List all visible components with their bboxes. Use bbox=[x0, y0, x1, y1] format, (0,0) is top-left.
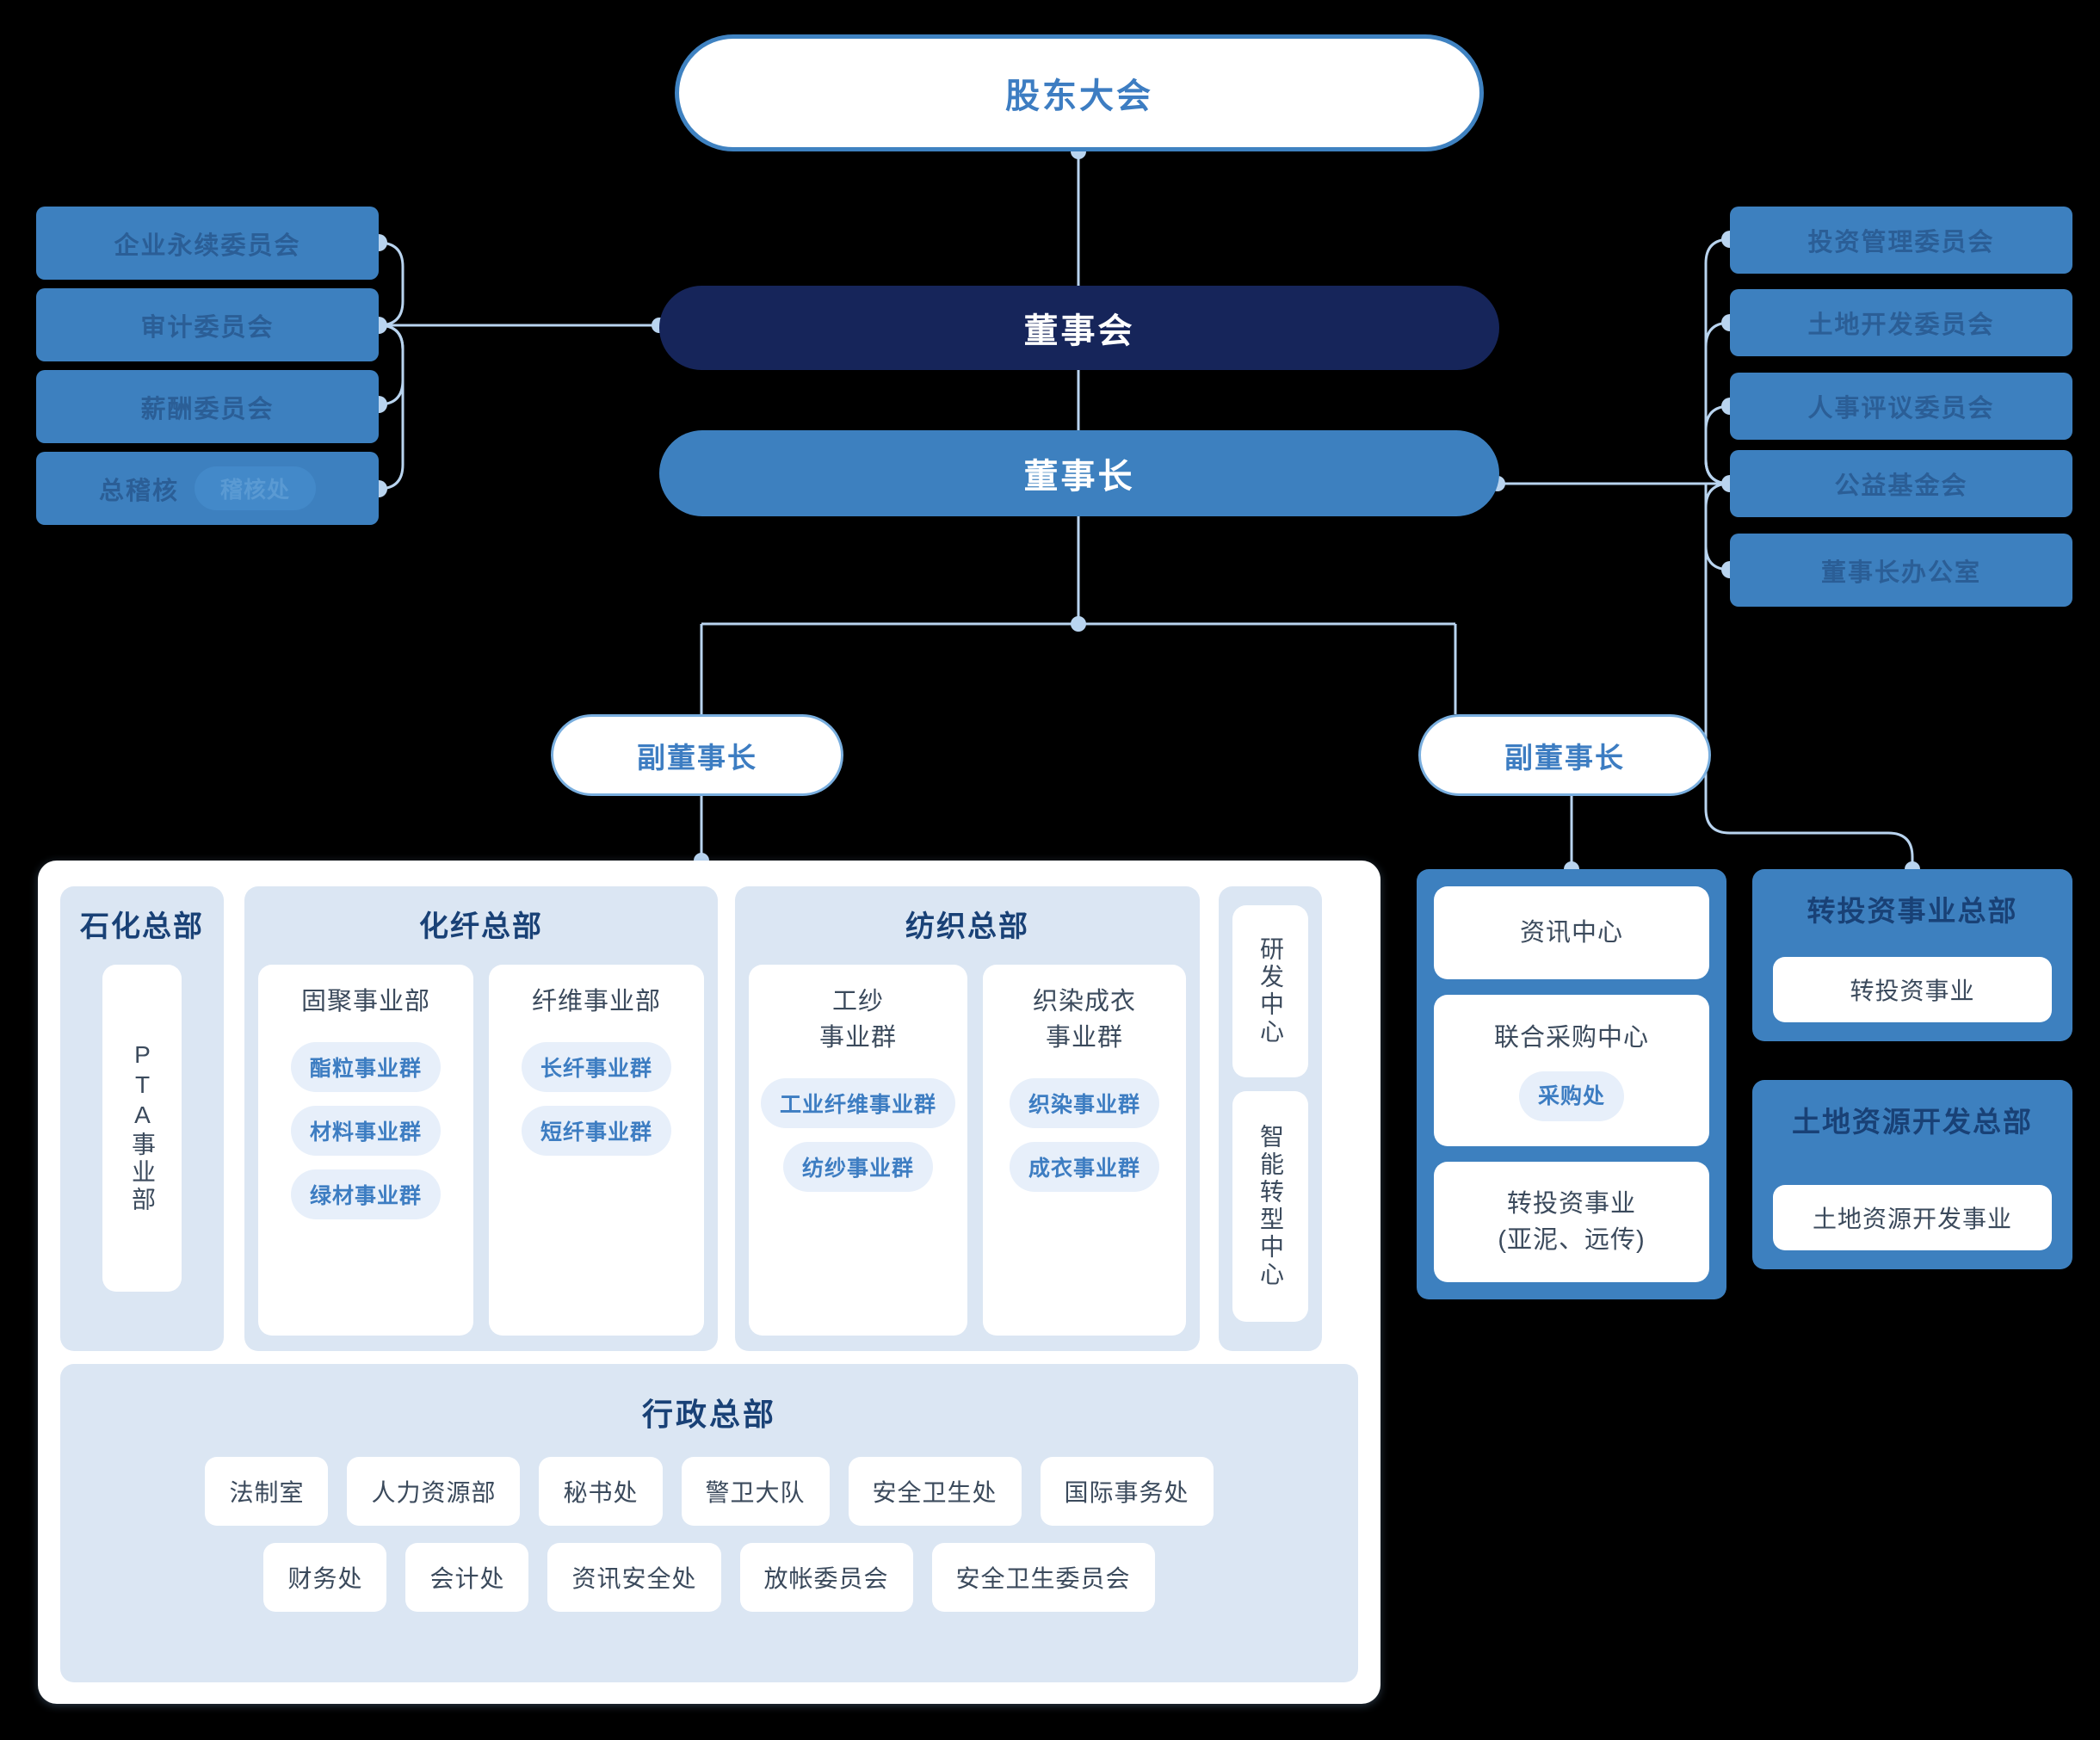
hq-reinvestment-item[interactable]: 转投资事业 bbox=[1773, 957, 2052, 1022]
node-vice-chairman-right-label: 副董事长 bbox=[1504, 741, 1625, 774]
hq-administration-title: 行政总部 bbox=[641, 1397, 776, 1432]
hq-land-resource-development-item[interactable]: 土地资源开发事业 bbox=[1773, 1185, 2052, 1250]
admin-international-affairs[interactable]: 国际事务处 bbox=[1040, 1457, 1214, 1526]
committee-land-development[interactable]: 土地开发委员会 bbox=[1730, 289, 2072, 356]
committee-compensation[interactable]: 薪酬委员会 bbox=[36, 370, 379, 443]
node-vice-chairman-right[interactable]: 副董事长 bbox=[1418, 714, 1711, 796]
group-spinning[interactable]: 纺纱事业群 bbox=[783, 1141, 934, 1192]
node-chairman[interactable]: 董事长 bbox=[659, 430, 1499, 516]
committee-label: 公益基金会 bbox=[1834, 472, 1968, 500]
center-information-label: 资讯中心 bbox=[1519, 918, 1623, 947]
hq-chemical-fiber: 化纤总部 固聚事业部 酯粒事业群 材料事业群 绿材事业群 纤维事业部 长纤事业群… bbox=[244, 886, 718, 1351]
center-rnd[interactable]: 研发中心 bbox=[1232, 905, 1308, 1077]
hq-textile-title: 纺织总部 bbox=[905, 910, 1029, 943]
center-information[interactable]: 资讯中心 bbox=[1434, 886, 1709, 979]
dept-pta-business[interactable]: PTA事业部 bbox=[102, 964, 182, 1292]
node-board-of-directors-label: 董事会 bbox=[1023, 312, 1135, 350]
node-vice-chairman-left[interactable]: 副董事长 bbox=[551, 714, 843, 796]
admin-row-1: 法制室 人力资源部 秘书处 警卫大队 安全卫生处 国际事务处 bbox=[205, 1457, 1214, 1526]
hq-reinvestment: 转投资事业总部 转投资事业 bbox=[1752, 869, 2072, 1041]
node-chairman-label: 董事长 bbox=[1023, 458, 1135, 496]
node-shareholders-meeting-label: 股东大会 bbox=[1005, 77, 1153, 115]
admin-accounting-office[interactable]: 会计处 bbox=[405, 1543, 529, 1612]
center-joint-procurement-label: 联合采购中心 bbox=[1493, 1023, 1649, 1052]
admin-information-security[interactable]: 资讯安全处 bbox=[547, 1543, 721, 1612]
admin-safety-health-office[interactable]: 安全卫生处 bbox=[848, 1457, 1022, 1526]
group-lvcai[interactable]: 绿材事业群 bbox=[290, 1169, 441, 1219]
committee-label: 薪酬委员会 bbox=[140, 395, 275, 423]
admin-security-brigade[interactable]: 警卫大队 bbox=[681, 1457, 830, 1526]
committee-label: 投资管理委员会 bbox=[1807, 229, 1995, 256]
hq-land-resource-development-title: 土地资源开发总部 bbox=[1792, 1106, 2033, 1138]
committee-label: 董事长办公室 bbox=[1820, 558, 1981, 587]
committee-enterprise-sustainability[interactable]: 企业永续委员会 bbox=[36, 207, 379, 280]
dept-fiber[interactable]: 纤维事业部 长纤事业群 短纤事业群 bbox=[489, 964, 704, 1336]
committee-chairman-office[interactable]: 董事长办公室 bbox=[1730, 534, 2072, 607]
committee-label: 审计委员会 bbox=[140, 313, 275, 342]
hq-textile: 纺织总部 工纱 事业群 工业纤维事业群 纺纱事业群 织染成衣 事业群 织染事业群… bbox=[735, 886, 1200, 1351]
node-vice-chairman-left-label: 副董事长 bbox=[637, 741, 757, 774]
hq-petrochemical: 石化总部 PTA事业部 bbox=[60, 886, 224, 1351]
reinvestment-business-label: 转投资事业 (亚泥、远传) bbox=[1498, 1189, 1646, 1254]
hq-land-resource-development: 土地资源开发总部 土地资源开发事业 bbox=[1752, 1080, 2072, 1269]
committee-chief-auditor[interactable]: 总稽核 稽核处 bbox=[36, 452, 379, 525]
admin-safety-health-committee[interactable]: 安全卫生委员会 bbox=[931, 1543, 1155, 1612]
committee-audit[interactable]: 审计委员会 bbox=[36, 288, 379, 361]
side-centers-column: 研发中心 智能转型中心 bbox=[1219, 886, 1322, 1351]
admin-finance-office[interactable]: 财务处 bbox=[263, 1543, 387, 1612]
dept-dyeing-garment-title: 织染成衣 事业群 bbox=[1033, 987, 1137, 1052]
admin-human-resources[interactable]: 人力资源部 bbox=[347, 1457, 521, 1526]
node-board-of-directors[interactable]: 董事会 bbox=[659, 286, 1499, 370]
group-dyeing[interactable]: 织染事业群 bbox=[1010, 1077, 1160, 1128]
node-shareholders-meeting[interactable]: 股东大会 bbox=[675, 34, 1484, 151]
dept-yarn[interactable]: 工纱 事业群 工业纤维事业群 纺纱事业群 bbox=[749, 964, 968, 1336]
reinvestment-business-card[interactable]: 转投资事业 (亚泥、远传) bbox=[1434, 1162, 1709, 1282]
group-long-fiber[interactable]: 长纤事业群 bbox=[521, 1041, 671, 1092]
dept-gujiu-title: 固聚事业部 bbox=[300, 987, 430, 1015]
center-joint-procurement[interactable]: 联合采购中心 采购处 bbox=[1434, 995, 1709, 1146]
committee-personnel-review[interactable]: 人事评议委员会 bbox=[1730, 373, 2072, 440]
center-intelligent-transformation[interactable]: 智能转型中心 bbox=[1232, 1091, 1308, 1322]
hq-reinvestment-title: 转投资事业总部 bbox=[1807, 895, 2018, 927]
operations-panel: 石化总部 PTA事业部 化纤总部 固聚事业部 酯粒事业群 材料事业群 绿材事业群… bbox=[38, 861, 1380, 1704]
committee-label: 企业永续委员会 bbox=[114, 231, 301, 260]
group-cailiao[interactable]: 材料事业群 bbox=[290, 1105, 441, 1156]
hq-chemical-fiber-title: 化纤总部 bbox=[419, 910, 543, 943]
committee-label: 总稽核 bbox=[98, 477, 179, 505]
committee-sub-audit-office[interactable]: 稽核处 bbox=[195, 466, 317, 510]
dept-dyeing-garment[interactable]: 织染成衣 事业群 织染事业群 成衣事业群 bbox=[983, 964, 1186, 1336]
committee-investment-management[interactable]: 投资管理委员会 bbox=[1730, 207, 2072, 274]
group-zhili[interactable]: 酯粒事业群 bbox=[290, 1041, 441, 1092]
group-procurement-office[interactable]: 采购处 bbox=[1518, 1071, 1624, 1122]
admin-secretariat[interactable]: 秘书处 bbox=[539, 1457, 663, 1526]
dept-yarn-title: 工纱 事业群 bbox=[819, 987, 898, 1052]
vice-chairman-right-group: 资讯中心 联合采购中心 采购处 转投资事业 (亚泥、远传) bbox=[1417, 869, 1726, 1299]
committee-charity-foundation[interactable]: 公益基金会 bbox=[1730, 450, 2072, 517]
group-industrial-fiber[interactable]: 工业纤维事业群 bbox=[761, 1077, 956, 1128]
hq-petrochemical-title: 石化总部 bbox=[80, 910, 204, 943]
committee-label: 人事评议委员会 bbox=[1807, 395, 1995, 423]
admin-legal-office[interactable]: 法制室 bbox=[205, 1457, 329, 1526]
committee-label: 土地开发委员会 bbox=[1807, 312, 1995, 339]
group-garment[interactable]: 成衣事业群 bbox=[1010, 1141, 1160, 1192]
group-short-fiber[interactable]: 短纤事业群 bbox=[521, 1105, 671, 1156]
admin-credit-committee[interactable]: 放帐委员会 bbox=[739, 1543, 913, 1612]
hq-administration: 行政总部 法制室 人力资源部 秘书处 警卫大队 安全卫生处 国际事务处 财务处 … bbox=[60, 1364, 1358, 1682]
dept-gujiu[interactable]: 固聚事业部 酯粒事业群 材料事业群 绿材事业群 bbox=[258, 964, 473, 1336]
admin-row-2: 财务处 会计处 资讯安全处 放帐委员会 安全卫生委员会 bbox=[263, 1543, 1155, 1612]
dept-fiber-title: 纤维事业部 bbox=[531, 987, 661, 1015]
